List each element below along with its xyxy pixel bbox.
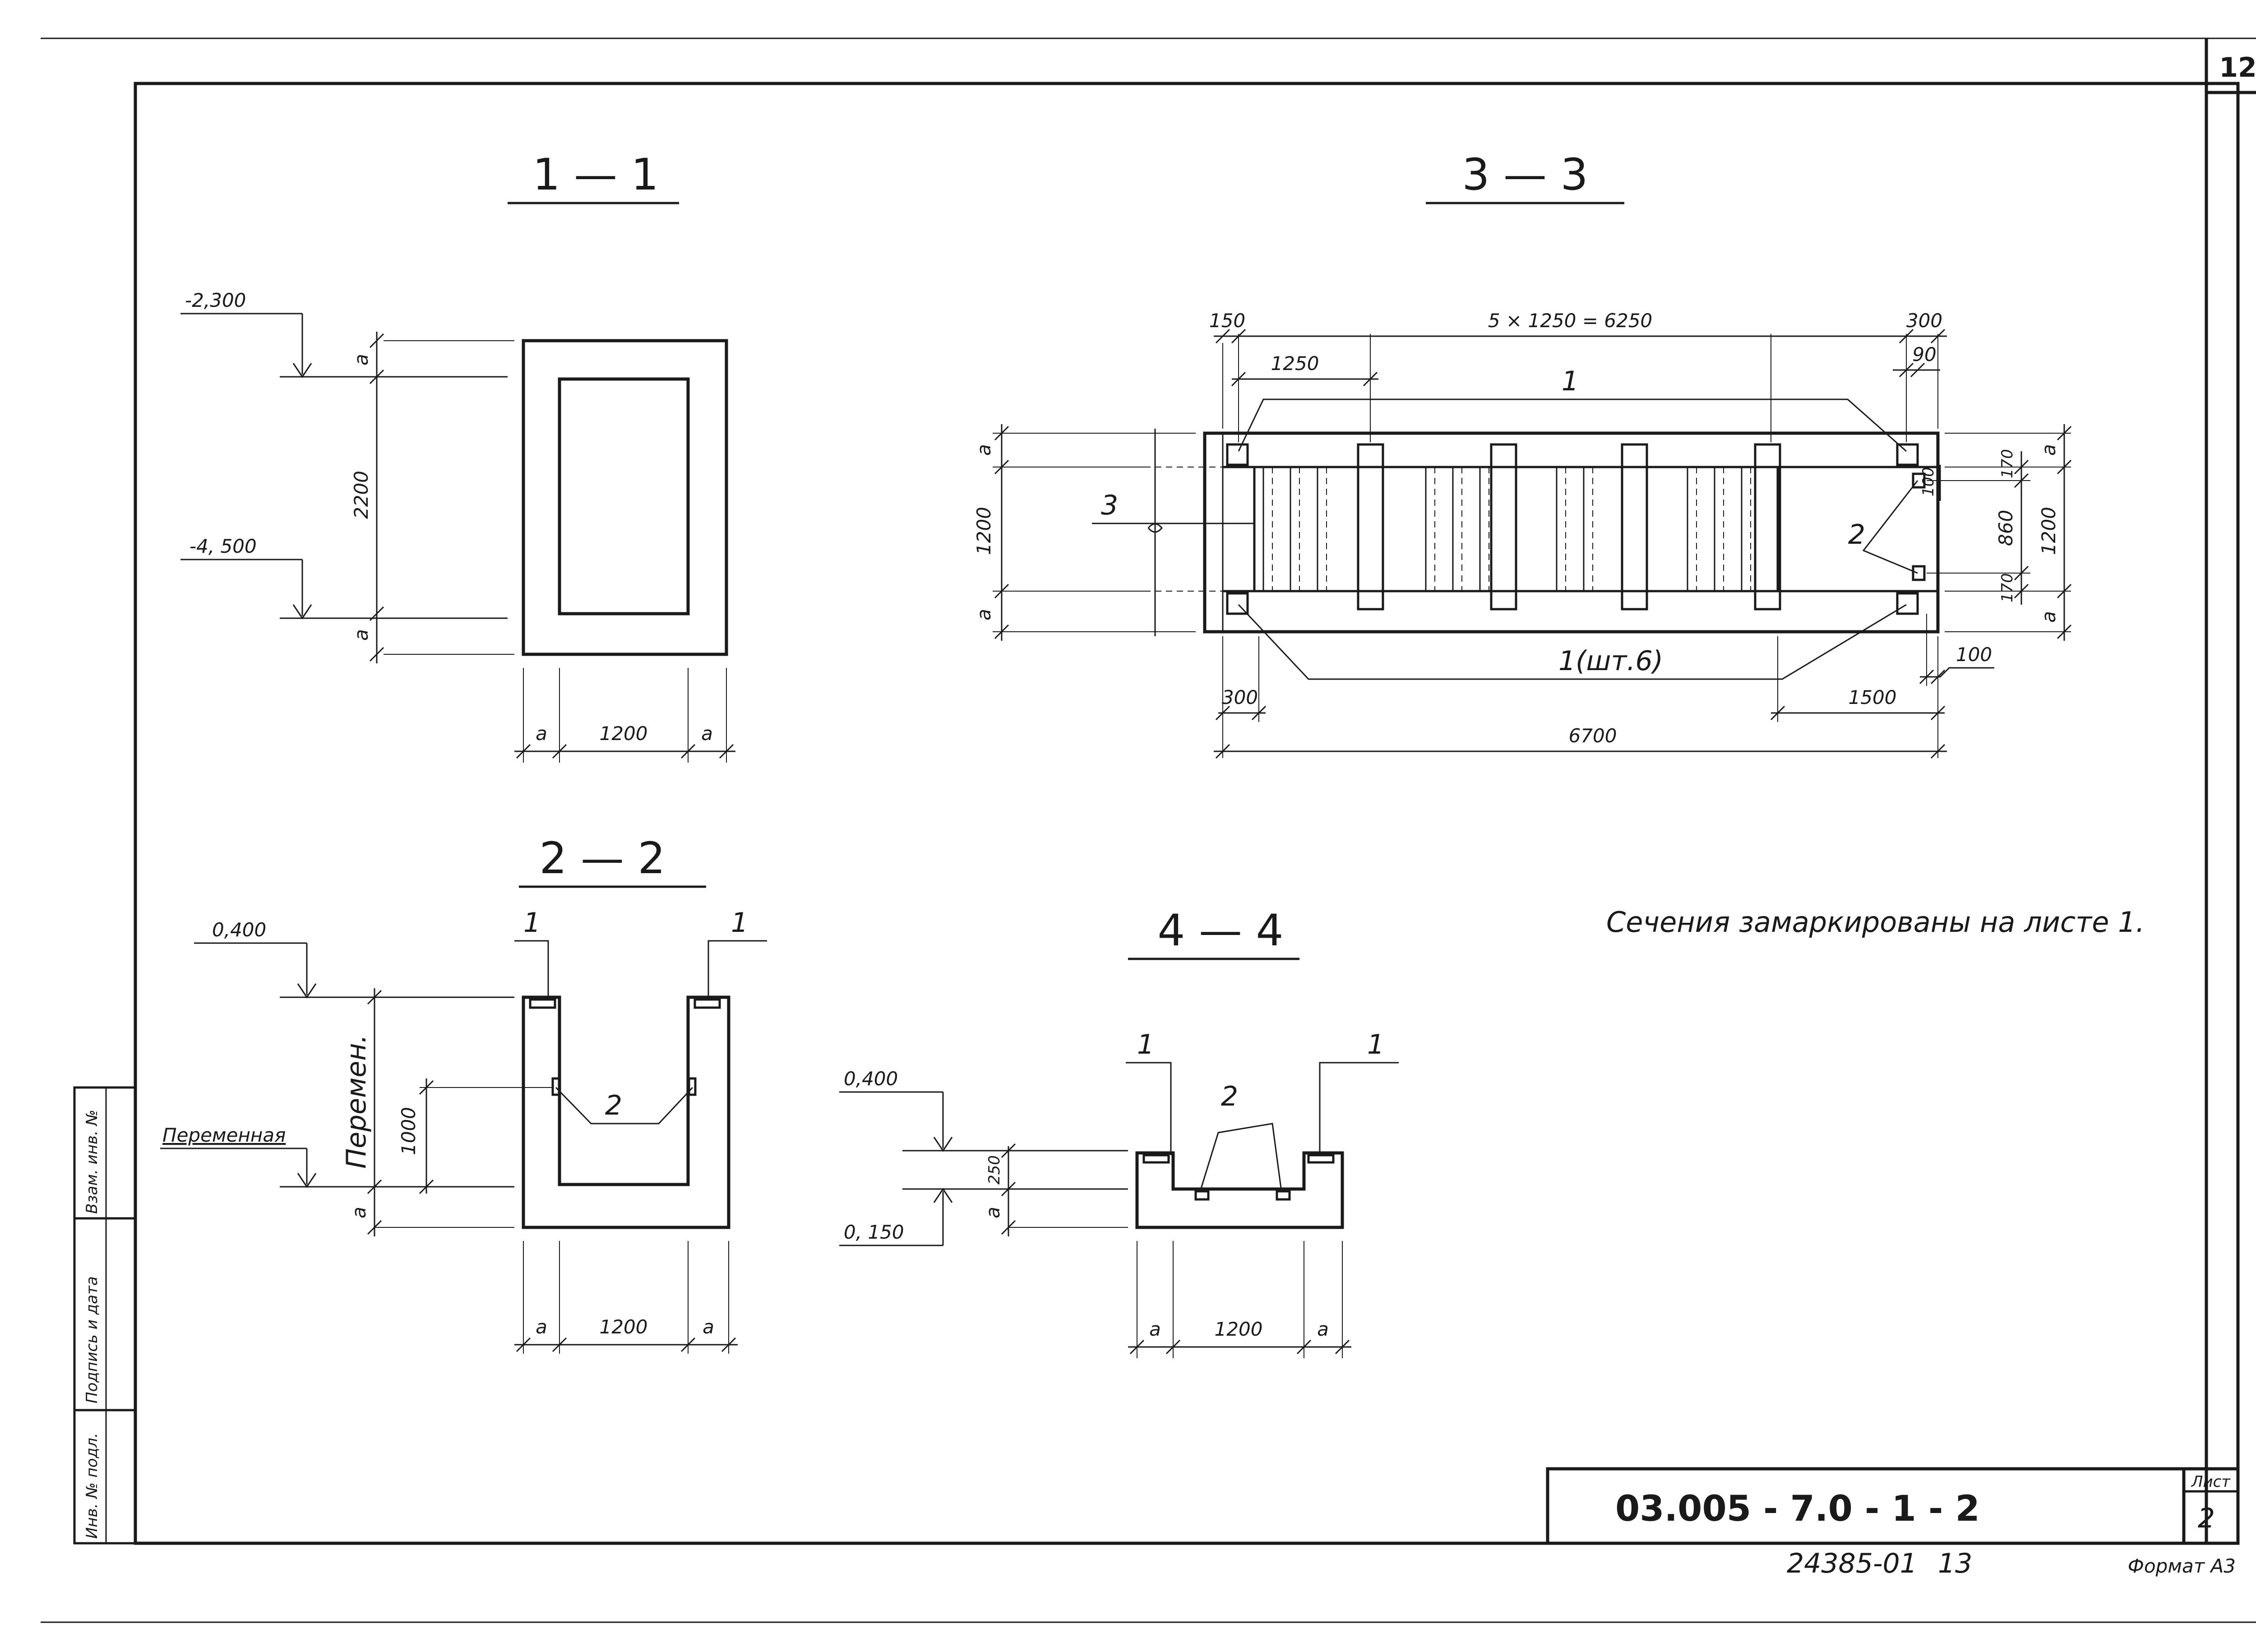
section-3-3-title: 3 — 3 — [1462, 149, 1588, 200]
section-3-3-dim-right-offset: 300 — [1906, 310, 1942, 332]
section-2-2-height-label: Перемен. — [341, 1034, 372, 1169]
section-1-1: 1 — 1 -2,300 -4, 500 a 2200 a — [180, 149, 735, 763]
section-2-2-callout-right: 1 — [731, 907, 748, 939]
section-2-2-width-right: a — [703, 1316, 714, 1338]
section-1-1-height: 2200 — [350, 471, 372, 519]
format-label: Формат А3 — [2128, 1555, 2236, 1577]
section-4-4-level-bottom: 0, 150 — [844, 1221, 904, 1243]
sheet-page: 2 — [2198, 1503, 2215, 1534]
section-3-3-dim-bottom-300: 300 — [1222, 686, 1258, 708]
section-2-2-channel-profile — [522, 995, 730, 1229]
section-1-1-wall-top: a — [350, 354, 372, 366]
section-3-3-dim-right-inner: 90 — [1912, 343, 1936, 366]
section-3-3-dim-bay: 1250 — [1271, 352, 1319, 375]
section-3-3-callout-left: 3 — [1101, 490, 1118, 521]
sheet-frame: 12 — [41, 37, 2256, 1623]
section-3-3-dim-left-a-top: a — [973, 444, 995, 456]
section-3-3-dim-span: 5 × 1250 = 6250 — [1488, 310, 1652, 332]
section-2-2-callout-mid: 2 — [605, 1090, 622, 1121]
section-3-3-dim-left-a-bottom: a — [973, 609, 995, 620]
sections-note: Сечения замаркированы на листе 1. — [1606, 906, 2145, 939]
section-1-1-wall-bottom: a — [350, 629, 372, 641]
section-3-3: 3 — 3 — [973, 149, 2072, 759]
section-4-4-title: 4 — 4 — [1157, 905, 1283, 956]
section-3-3-dim-left-height: 1200 — [973, 507, 995, 555]
archive-number: 24385-01 — [1787, 1548, 1917, 1579]
section-1-1-level-bottom: -4, 500 — [190, 535, 257, 557]
section-2-2-inner-height: 1000 — [398, 1107, 420, 1155]
section-3-3-dim-bottom-1500: 1500 — [1849, 686, 1897, 708]
section-2-2-title: 2 — 2 — [539, 833, 665, 884]
sheet-label: Лист — [2191, 1473, 2231, 1491]
section-4-4-width-mid: 1200 — [1215, 1318, 1263, 1340]
section-4-4-tray-profile — [1135, 1151, 1344, 1229]
section-2-2-width-mid: 1200 — [600, 1316, 648, 1338]
section-3-3-slab — [1203, 431, 1940, 634]
sheet-number: 12 — [2219, 52, 2256, 83]
section-3-3-dim-right-170-bottom: 170 — [1998, 573, 2016, 602]
document-code: 03.005 - 7.0 - 1 - 2 — [1615, 1489, 1980, 1529]
section-4-4-width-right: a — [1317, 1318, 1329, 1340]
side-stamp: Взам. инв. № Подпись и дата Инв. № подл. — [73, 1086, 137, 1545]
section-2-2: 2 — 2 1 1 2 0,400 Переменная Перемен. a — [160, 833, 767, 1354]
section-1-1-width-mid: 1200 — [600, 722, 648, 745]
section-1-1-title: 1 — 1 — [532, 149, 658, 200]
section-4-4-height: 250 — [985, 1155, 1003, 1185]
section-4-4-callout-right: 1 — [1367, 1029, 1384, 1060]
section-2-2-callout-left: 1 — [523, 907, 541, 939]
section-3-3-embedded-parts — [1226, 443, 1926, 615]
section-1-1-inner-cavity — [558, 377, 690, 615]
section-3-3-dim-right-a-top: a — [2038, 444, 2060, 456]
section-3-3-dim-right-100: 100 — [1919, 467, 1937, 496]
section-3-3-dim-bottom-100: 100 — [1956, 643, 1992, 666]
title-block: 03.005 - 7.0 - 1 - 2 Лист 2 24385-01 13 … — [1546, 1467, 2240, 1579]
section-4-4-level-top: 0,400 — [844, 1068, 898, 1090]
section-3-3-dim-right-170-top: 170 — [1998, 449, 2016, 478]
section-3-3-callout-bottom: 1(шт.6) — [1558, 645, 1663, 677]
section-3-3-dim-right-860: 860 — [1995, 510, 2017, 546]
section-2-2-wall-bottom: a — [348, 1207, 370, 1218]
section-3-3-dim-right-a-bottom: a — [2038, 611, 2060, 623]
section-2-2-level-bottom: Переменная — [162, 1124, 286, 1146]
section-1-1-level-top: -2,300 — [185, 289, 246, 311]
section-4-4-callout-mid: 2 — [1221, 1081, 1238, 1112]
section-2-2-width-left: a — [536, 1316, 547, 1338]
stamp-field-3: Инв. № подл. — [83, 1433, 101, 1539]
section-3-3-dim-right-1200: 1200 — [2038, 507, 2060, 555]
section-2-2-level-top: 0,400 — [212, 919, 266, 941]
archive-suffix: 13 — [1938, 1548, 1972, 1579]
stamp-field-1: Взам. инв. № — [83, 1110, 101, 1214]
section-4-4-callout-left: 1 — [1137, 1029, 1154, 1060]
section-3-3-dim-total: 6700 — [1569, 725, 1617, 747]
section-3-3-callout-top: 1 — [1562, 366, 1579, 397]
section-4-4-wall-bottom: a — [982, 1207, 1004, 1218]
section-3-3-callout-right: 2 — [1848, 519, 1865, 551]
section-1-1-width-right: a — [701, 722, 713, 745]
section-1-1-width-left: a — [536, 722, 547, 745]
section-4-4: 4 — 4 1 1 2 0,400 0, 150 250 a — [839, 905, 1399, 1358]
section-1-1-outer-wall — [522, 339, 728, 656]
section-3-3-dim-left-offset: 150 — [1209, 310, 1245, 332]
stamp-field-2: Подпись и дата — [83, 1276, 101, 1403]
section-4-4-width-left: a — [1149, 1318, 1161, 1340]
